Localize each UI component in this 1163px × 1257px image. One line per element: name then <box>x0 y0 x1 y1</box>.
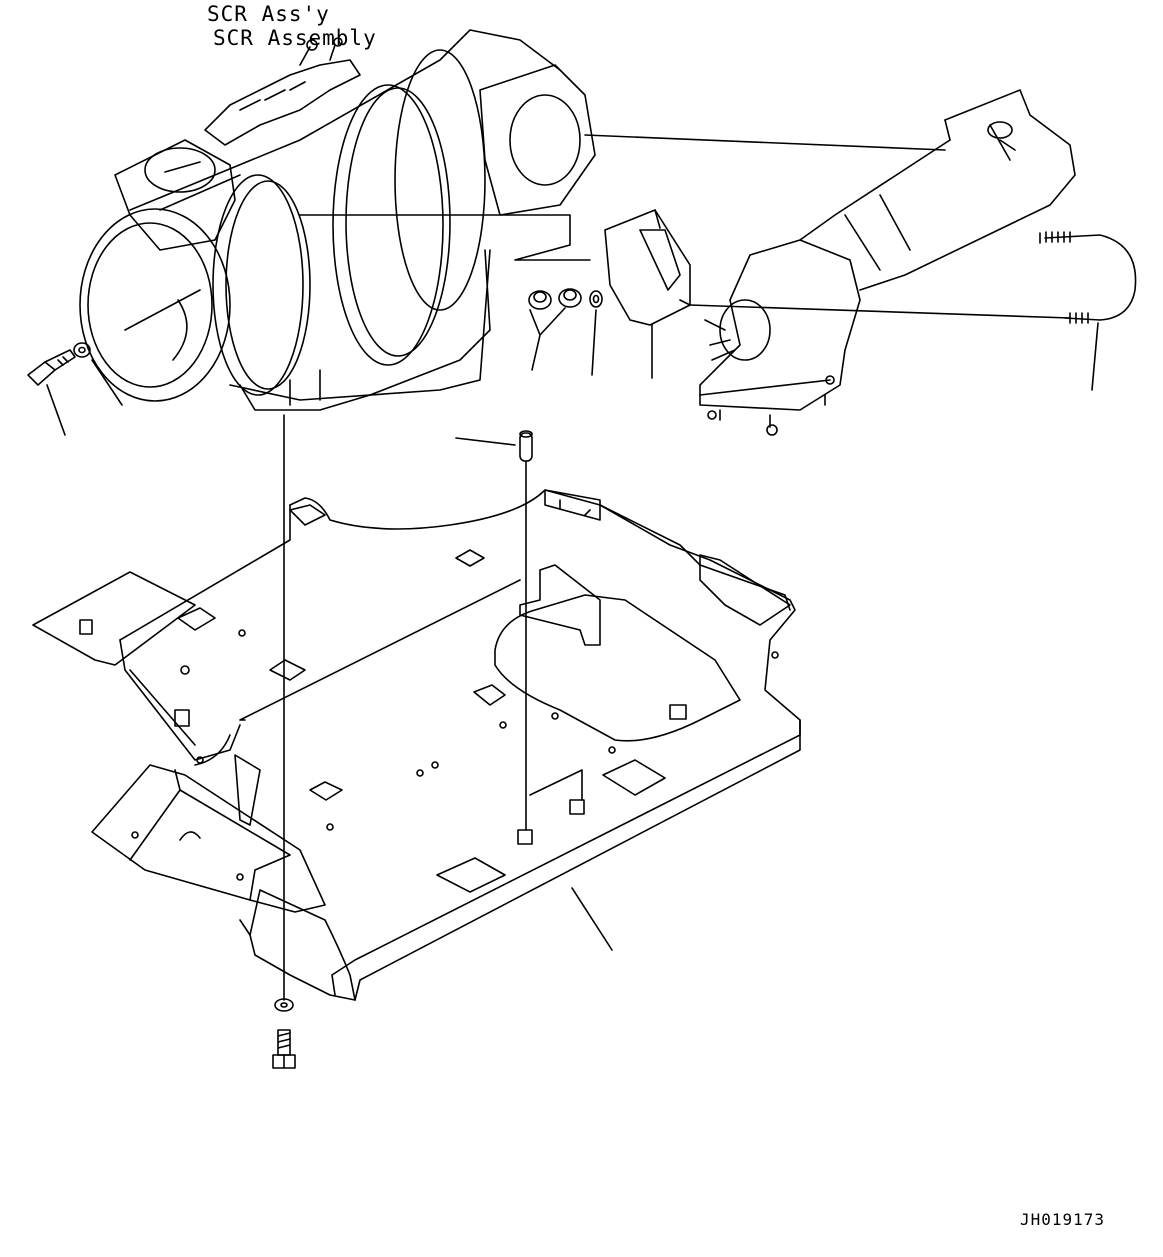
side-flap-plate <box>33 572 195 665</box>
mount-pad <box>270 660 305 680</box>
scr-inlet-flange <box>115 140 235 250</box>
washer-small <box>590 291 602 375</box>
mount-pad <box>178 608 215 630</box>
scr-sensor-harness <box>205 60 360 145</box>
weld-nut <box>175 710 189 726</box>
weld-nut <box>670 705 686 719</box>
mounting-bolt-bottom <box>273 1030 295 1068</box>
scr-segment-ring <box>213 175 303 395</box>
assembly-label-en: SCR Assembly <box>213 26 377 50</box>
mount-pad <box>290 505 325 525</box>
mount-pad <box>310 782 342 800</box>
exhaust-elbow <box>700 240 860 410</box>
assembly-label-jp: SCR Ass'y <box>207 2 330 26</box>
mount-pad <box>474 685 505 705</box>
mount-pad <box>456 550 484 566</box>
u-bolt <box>1040 232 1136 390</box>
mounting-bolt-left <box>28 350 75 435</box>
scr-assembly-drawing <box>80 30 595 410</box>
base-frame-cutout <box>495 595 740 741</box>
scr-outlet-flange <box>480 65 595 215</box>
weld-nut <box>518 830 532 844</box>
center-stay-tab <box>520 565 600 645</box>
washer-left <box>74 343 122 405</box>
scr-segment-ring <box>333 85 443 365</box>
scr-end-cap <box>80 209 230 401</box>
front-mount-bracket <box>92 765 325 912</box>
base-frame-outline <box>240 490 800 1000</box>
scr-support-base <box>240 250 490 410</box>
locating-pin <box>456 431 532 830</box>
nut-pair <box>529 289 581 370</box>
exhaust-tube-drawing <box>585 90 1075 435</box>
mount-pad <box>437 858 505 892</box>
weld-nut <box>570 800 584 814</box>
mount-pad <box>603 760 665 795</box>
washer-bottom <box>275 999 293 1011</box>
drawing-number: JH019173 <box>1020 1210 1106 1229</box>
base-frame-drawing <box>33 490 800 1000</box>
mounting-bracket-plate <box>605 210 690 378</box>
